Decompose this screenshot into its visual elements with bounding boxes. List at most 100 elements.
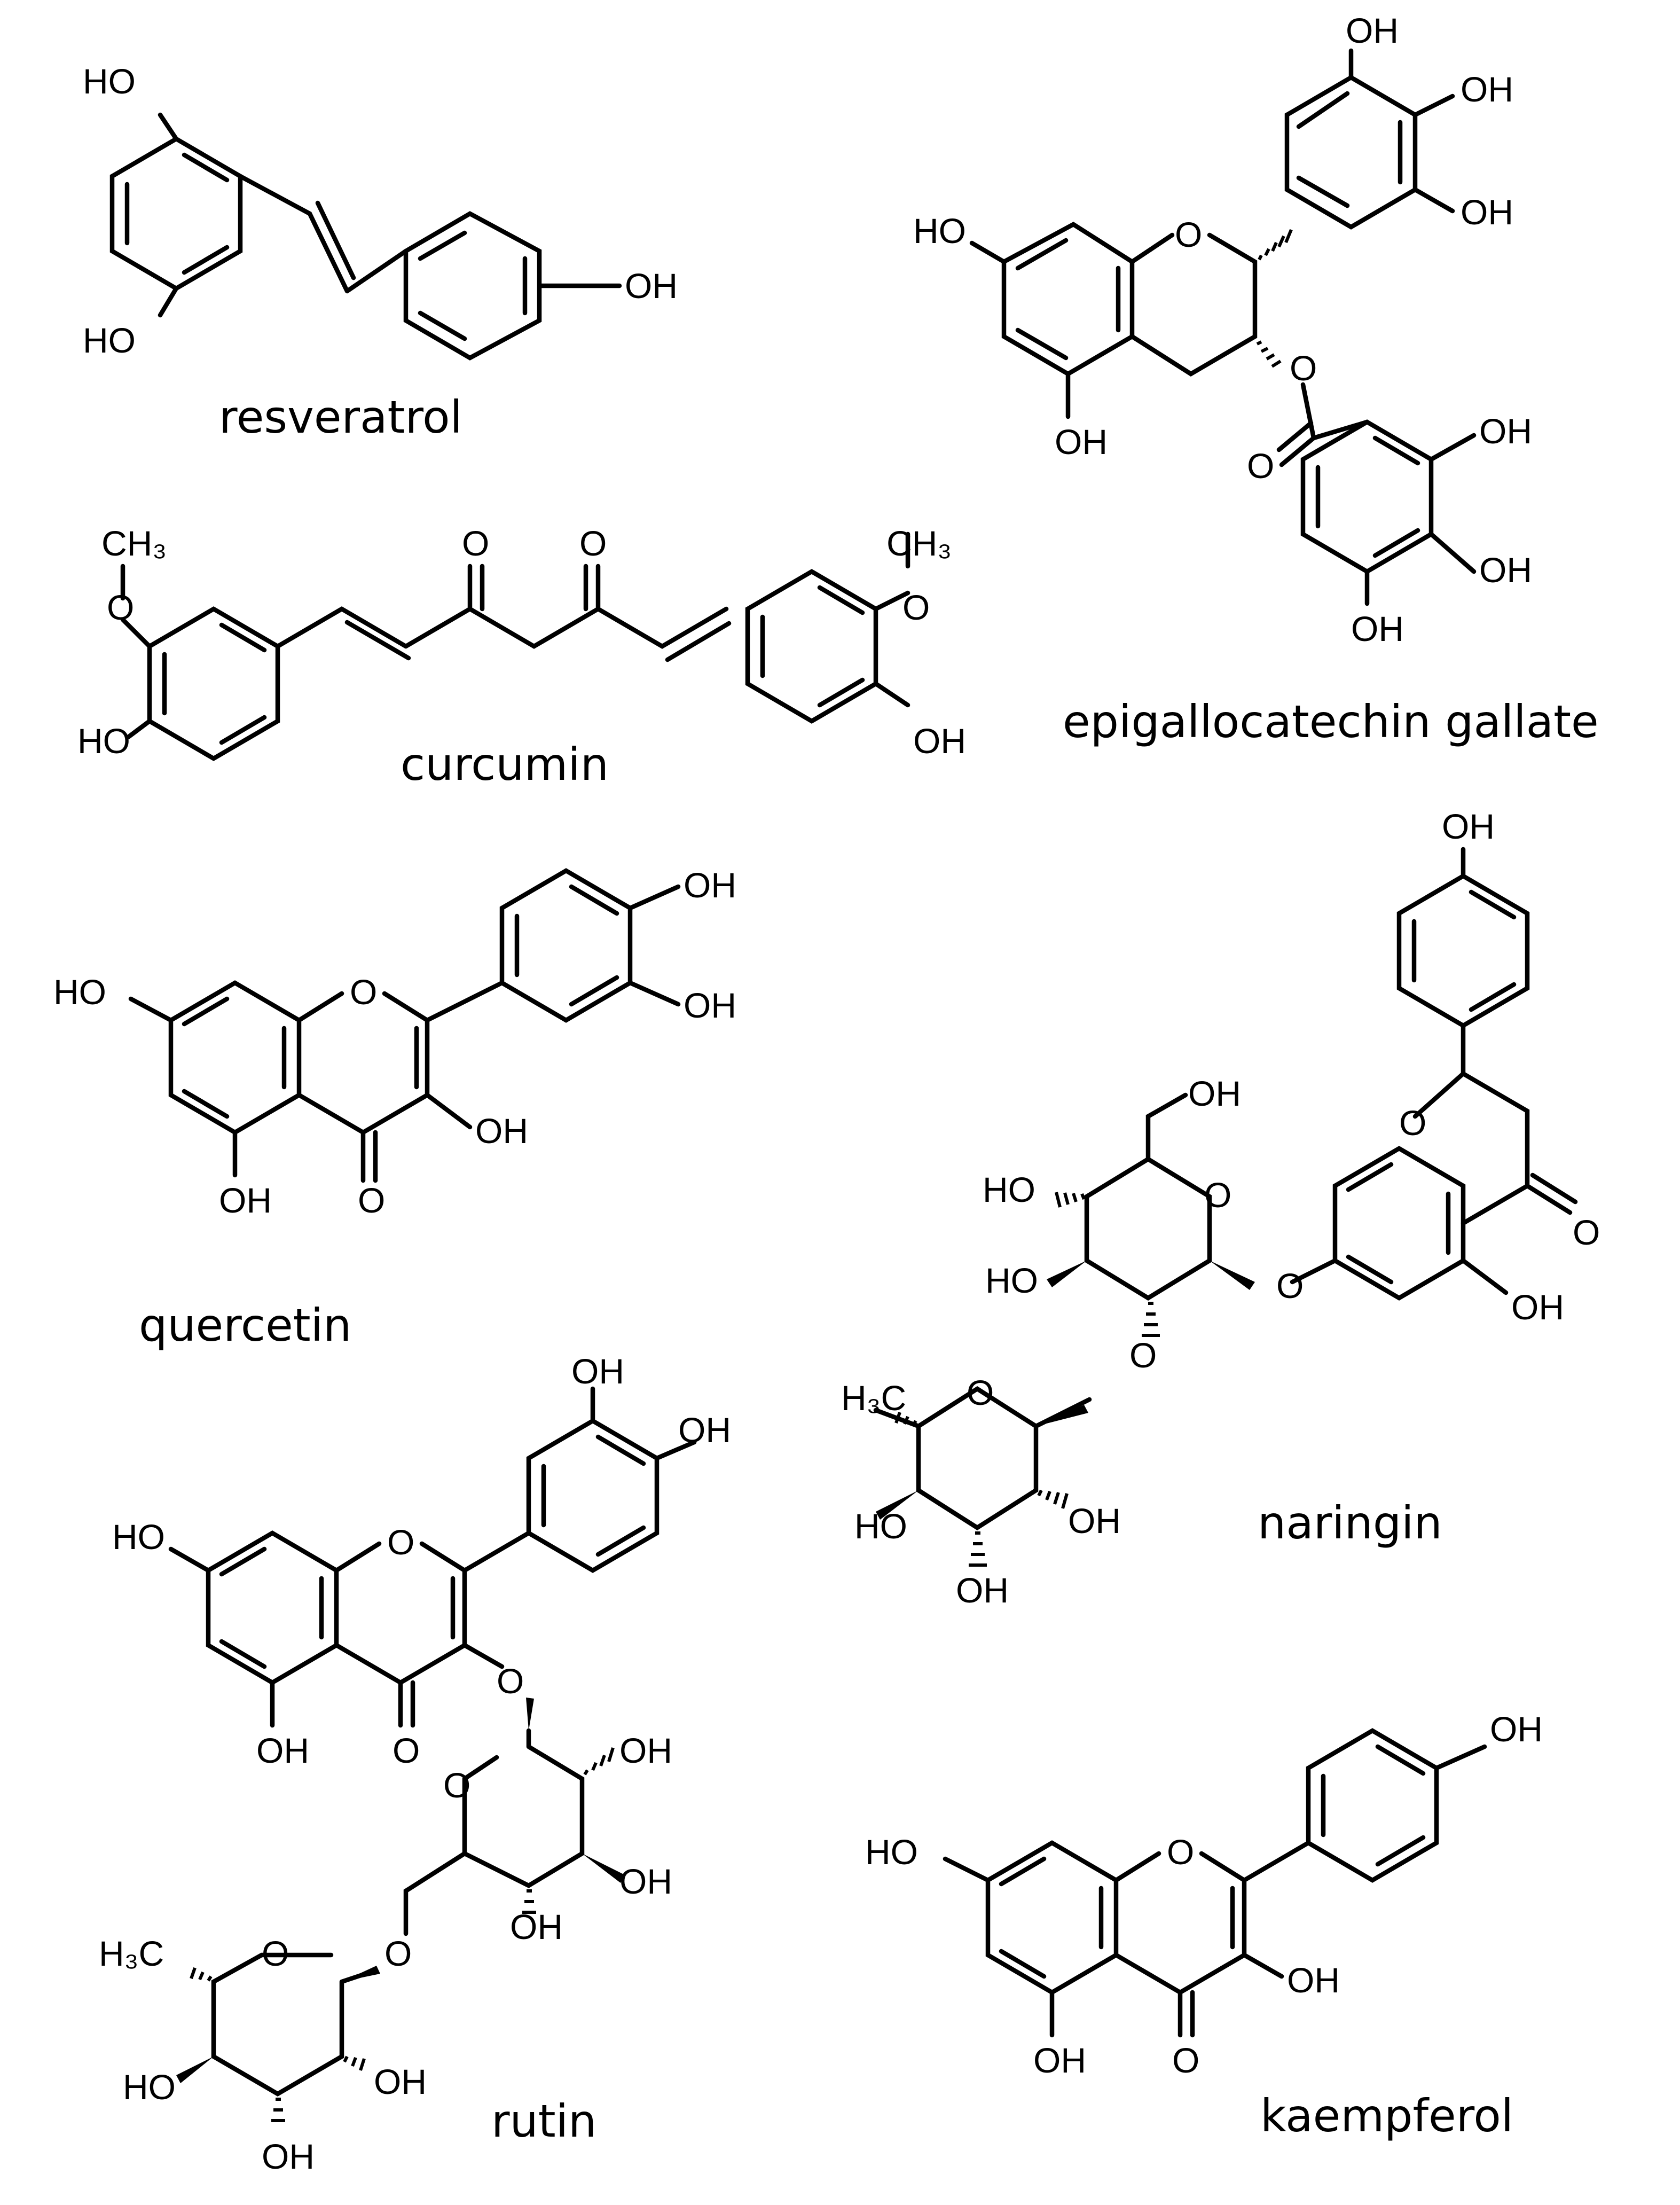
egcg-hashed-bond-ester (1256, 340, 1282, 368)
naringin-oh-4prime: OH (1442, 807, 1495, 846)
quercetin-structure: HO O OH OH OH OH O quercetin (53, 865, 736, 1351)
egcg-o-ester: O (1290, 348, 1317, 388)
kaempferol-oh-4prime: OH (1490, 1709, 1543, 1749)
curcumin-ch3-right: CH₃ (886, 523, 952, 563)
naringin-o-glucose-ring: O (1204, 1175, 1231, 1215)
rutin-hash-4 (271, 2098, 285, 2122)
curcumin-structure: CH₃ O HO O O CH₃ O OH curcumin (77, 523, 966, 791)
rutin-hash-2 (522, 1889, 536, 1914)
curcumin-o-keto2: O (579, 523, 607, 563)
quercetin-oh-3: OH (475, 1111, 528, 1151)
curcumin-left-ring (120, 564, 280, 761)
rutin-a-ring (168, 1530, 339, 1728)
naringin-structure: OH O O OH O OH O HO HO O H₃C O OH HO OH … (841, 807, 1600, 1610)
rutin-ho-rha-4: HO (123, 2067, 176, 2107)
compound-name-quercetin: quercetin (139, 1299, 351, 1351)
kaempferol-ho-7: HO (865, 1832, 918, 1872)
egcg-oh-g2: OH (1479, 550, 1532, 590)
curcumin-o-right: O (902, 588, 930, 627)
curcumin-ho-left: HO (77, 721, 130, 761)
rutin-hash-5 (190, 1967, 213, 1982)
rutin-hash-1 (583, 1747, 615, 1776)
resveratrol-oh-top: HO (83, 61, 136, 101)
compound-name-resveratrol: resveratrol (219, 391, 462, 443)
egcg-ho-a7: HO (913, 211, 966, 251)
naringin-hash-5 (894, 1412, 917, 1426)
kaempferol-o-carbonyl: O (1172, 2040, 1199, 2080)
quercetin-b-ring-shape (425, 868, 681, 1023)
kaempferol-c-ring (1113, 1851, 1284, 2038)
kaempferol-o-ring: O (1167, 1832, 1194, 1872)
compound-name-naringin: naringin (1258, 1497, 1442, 1549)
compound-name-rutin: rutin (491, 2095, 596, 2147)
resveratrol-oh-bottom: HO (83, 320, 136, 360)
naringin-b-ring (1396, 847, 1530, 1076)
egcg-a-ring (969, 222, 1135, 419)
rutin-wedge-4 (176, 2057, 214, 2083)
rutin-wedge-1 (526, 1698, 534, 1731)
naringin-oh-rha-2: OH (1068, 1501, 1121, 1541)
naringin-wedge-2 (1047, 1261, 1087, 1287)
rutin-oh-5: OH (256, 1731, 309, 1770)
naringin-oh-rha-3: OH (956, 1570, 1009, 1610)
naringin-ho-rha-4: HO (854, 1506, 907, 1546)
naringin-o-rhamnose-ring: O (967, 1373, 994, 1412)
rutin-o-glucose-ring: O (443, 1765, 470, 1805)
rutin-oh-3prime: OH (571, 1351, 624, 1391)
rutin-o-rhamnose-ring: O (262, 1934, 289, 1973)
rutin-glucose (403, 1728, 585, 1936)
kaempferol-structure: HO O OH OH OH O kaempferol (865, 1709, 1543, 2142)
naringin-wedge-4 (876, 1490, 918, 1520)
naringin-o-carbonyl: O (1573, 1213, 1600, 1252)
egcg-oh-g1: OH (1479, 411, 1532, 451)
rutin-oh-glc-4: OH (510, 1907, 563, 1946)
egcg-oh-b2: OH (1461, 69, 1513, 109)
naringin-hash-4 (969, 1531, 987, 1567)
rutin-o-ring: O (387, 1522, 414, 1562)
rutin-o-link: O (384, 1934, 412, 1973)
curcumin-o-left: O (107, 588, 134, 627)
kaempferol-b-ring (1242, 1728, 1487, 1883)
rutin-o-3: O (497, 1661, 524, 1701)
quercetin-oh-4prime: OH (684, 986, 736, 1025)
egcg-ester-bonds (1276, 382, 1370, 467)
naringin-wedge-1 (1210, 1261, 1255, 1290)
naringin-o-ring: O (1399, 1103, 1426, 1143)
resveratrol-oh-para: OH (625, 266, 678, 306)
rutin-rhamnose (211, 1952, 376, 2097)
egcg-c-ring (1129, 232, 1258, 377)
rutin-oh-glc-3: OH (619, 1862, 672, 1901)
egcg-structure: OH OH OH HO O O O OH OH OH OH epigalloca… (913, 11, 1599, 748)
rutin-oh-glc-2: OH (619, 1731, 672, 1770)
resveratrol-substituent-bonds (158, 112, 409, 318)
rutin-oh-rha-3: OH (262, 2137, 315, 2176)
egcg-oh-b3: OH (1461, 192, 1513, 232)
egcg-o-carbonyl: O (1247, 446, 1274, 486)
rutin-ho-7: HO (112, 1517, 165, 1557)
naringin-glucose (1084, 1092, 1212, 1301)
egcg-galloyl-ring (1300, 419, 1477, 606)
naringin-c-ring (1412, 1071, 1578, 1226)
naringin-ho-3: HO (985, 1261, 1038, 1300)
egcg-hashed-bond-b (1258, 229, 1293, 261)
curcumin-o-keto1: O (462, 523, 489, 563)
naringin-hash-1 (1055, 1192, 1086, 1208)
egcg-oh-g3: OH (1351, 609, 1404, 648)
curcumin-chain (275, 564, 732, 662)
quercetin-o-carbonyl: O (358, 1180, 385, 1220)
quercetin-oh-5: OH (219, 1180, 272, 1220)
compound-name-egcg: epigallocatechin gallate (1063, 695, 1599, 748)
kaempferol-oh-3: OH (1287, 1960, 1340, 2000)
egcg-o-ring: O (1175, 215, 1202, 254)
quercetin-o-ring: O (350, 972, 377, 1012)
curcumin-ch3-left: CH₃ (101, 523, 167, 563)
rutin-b-ring (462, 1386, 697, 1573)
quercetin-c-ring (296, 991, 473, 1183)
resveratrol-ring-a (109, 136, 243, 291)
compound-name-curcumin: curcumin (401, 738, 609, 791)
quercetin-ho-7: HO (53, 972, 106, 1012)
curcumin-right-ring-b (745, 531, 910, 724)
rutin-c-ring (334, 1541, 505, 1728)
egcg-b-ring (1284, 48, 1455, 230)
